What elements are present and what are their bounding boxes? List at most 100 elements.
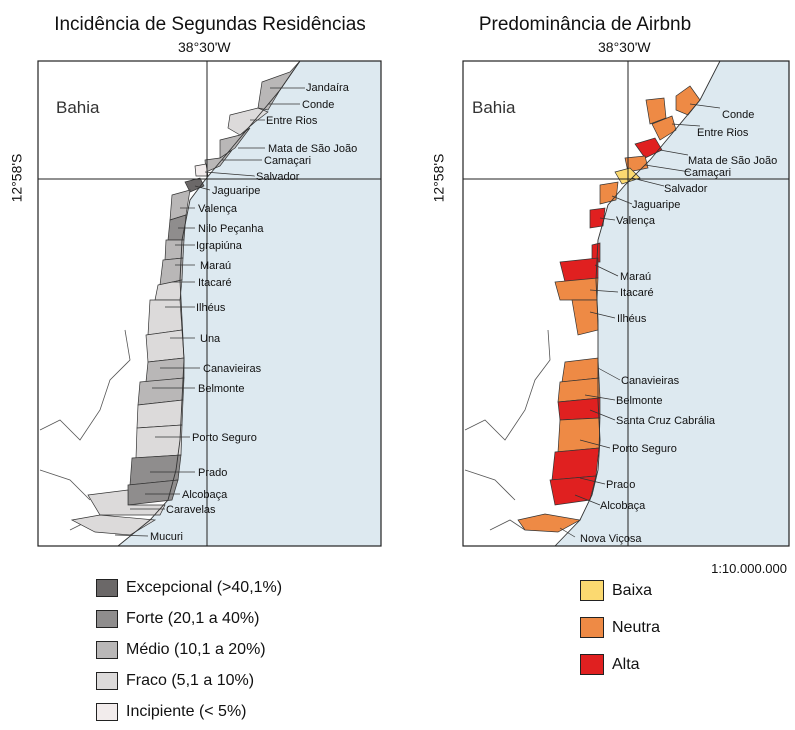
right-mun-prado [551,447,600,481]
legend-item: Baixa [580,572,660,609]
left-place-label: Una [200,333,221,345]
legend-swatch [96,609,118,628]
right-map-title: Predominância de Airbnb [478,14,692,35]
left-mun-entre-rios [227,107,269,136]
left-mun-una [145,329,185,363]
right-place-label: Alcobaça [600,500,646,512]
legend-swatch [580,580,604,601]
left-place-label: Jaguaripe [212,185,260,197]
left-place-label: Salvador [256,171,300,183]
legend-item: Neutra [580,609,660,646]
right-place-label: Nova Viçosa [580,533,642,545]
legend-swatch [580,617,604,638]
left-place-label: Porto Seguro [192,432,257,444]
right-place-label: Maraú [620,271,651,283]
legend-label: Fraco (5,1 a 10%) [126,671,255,689]
left-legend: Excepcional (>40,1%) Forte (20,1 a 40%) … [96,572,282,727]
left-map-title: Incidência de Segundas Residências [54,14,366,35]
right-mun-valenca [589,207,606,229]
left-mun-mucuri [70,514,157,536]
left-mun-cabralia [136,399,184,429]
left-map-frame [37,60,382,547]
right-place-label: Belmonte [616,395,662,407]
right-longitude-label: 38°30'W [598,39,651,55]
left-mun-ilheus [147,299,183,336]
right-legend: Baixa Neutra Alta [580,572,660,683]
left-mun-salvador [194,163,209,177]
legend-label: Médio (10,1 a 20%) [126,640,266,658]
legend-label: Alta [612,655,640,673]
right-place-label: Jaguaripe [632,199,680,211]
legend-label: Baixa [612,581,653,599]
left-place-label: Mata de São João [268,143,357,155]
left-coastline [117,60,301,547]
left-leader-lines [114,87,305,537]
right-place-label: Entre Rios [697,127,749,139]
left-place-label: Igrapiúna [196,240,243,252]
right-place-label: Canavieiras [621,375,680,387]
right-coastline [554,60,721,547]
right-place-label: Itacaré [620,287,654,299]
left-place-label: Valença [198,203,238,215]
left-place-labels: Bahia Jandaíra Conde Entre Rios Mata de … [56,82,357,543]
right-place-label-santa-cruz: Santa Cruz Cabrália [616,415,716,427]
right-leader-lines [559,103,721,538]
left-place-label: Itacaré [198,277,232,289]
legend-item: Fraco (5,1 a 10%) [96,665,282,696]
right-place-label: Prado [606,479,635,491]
legend-label: Excepcional (>40,1%) [126,578,283,596]
right-land-borders [464,329,551,531]
left-state-label: Bahia [56,98,100,117]
left-place-label: Conde [302,99,334,111]
right-mun-entre-rios-b [651,115,677,141]
left-place-label: Belmonte [198,383,244,395]
right-map-frame [462,60,790,547]
legend-item: Forte (20,1 a 40%) [96,603,282,634]
left-place-label: Mucuri [150,531,183,543]
right-place-label: Camaçari [684,167,731,179]
legend-label: Forte (20,1 a 40%) [126,609,260,627]
left-place-label: Ilhéus [196,302,226,314]
right-place-label: Salvador [664,183,708,195]
right-place-label: Conde [722,109,754,121]
legend-swatch [580,654,604,675]
right-ocean [555,61,789,546]
left-map [37,60,382,547]
right-place-label-line: Santa Cruz Cabrália [616,415,716,427]
legend-label: Neutra [612,618,661,636]
right-mun-nova-vicosa [517,513,582,533]
legend-item: Médio (10,1 a 20%) [96,634,282,665]
right-place-labels: Bahia Conde Entre Rios Mata de São João … [472,98,777,545]
left-place-label: Maraú [200,260,231,272]
left-place-label: Camaçari [264,155,311,167]
right-place-label: Ilhéus [617,313,647,325]
legend-item: Excepcional (>40,1%) [96,572,282,603]
right-mun-itacare [554,277,599,301]
legend-swatch [96,671,118,690]
right-map [462,60,790,547]
right-place-label: Mata de São João [688,155,777,167]
left-place-label: Jandaíra [306,82,350,94]
legend-label: Incipiente (< 5%) [126,702,247,720]
right-state-label: Bahia [472,98,516,117]
legend-item: Incipiente (< 5%) [96,696,282,727]
scale-label: 1:10.000.000 [711,561,787,576]
legend-swatch [96,702,118,721]
right-mun-entre-rios-a [645,97,667,125]
right-mun-porto-seguro [557,417,601,453]
left-place-label: Caravelas [166,504,216,516]
right-place-label: Porto Seguro [612,443,677,455]
maps-canvas: Bahia Jandaíra Conde Entre Rios Mata de … [37,60,790,547]
left-place-label: Nilo Peçanha [198,223,264,235]
right-mun-cabralia [557,397,601,421]
left-place-label: Entre Rios [266,115,318,127]
left-place-label: Alcobaça [182,489,228,501]
legend-item: Alta [580,646,660,683]
right-place-label: Valença [616,215,656,227]
left-ocean [118,61,381,546]
legend-swatch [96,578,118,597]
left-mun-porto-seguro [135,424,183,459]
left-place-label: Prado [198,467,227,479]
left-place-label: Canavieiras [203,363,262,375]
legend-swatch [96,640,118,659]
